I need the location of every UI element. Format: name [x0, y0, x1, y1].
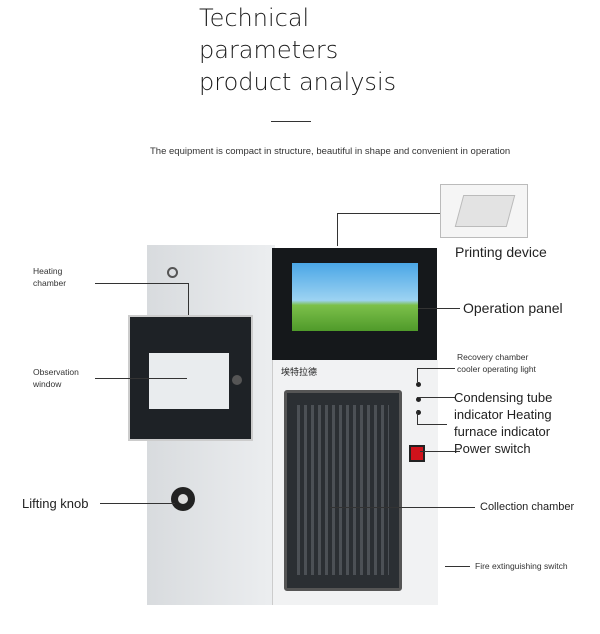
label-lifting-knob: Lifting knob	[22, 496, 89, 511]
label-power-switch: Power switch	[454, 441, 531, 456]
observation-window	[149, 353, 229, 409]
indicator-light	[416, 410, 421, 415]
power-switch[interactable]	[409, 445, 425, 462]
screen-frame	[272, 248, 437, 360]
label-fire-switch: Fire extinguishing switch	[475, 561, 568, 571]
printer-image	[440, 184, 528, 238]
lifting-knob[interactable]	[171, 487, 195, 511]
latch-icon	[232, 375, 242, 385]
label-collection-chamber: Collection chamber	[480, 501, 575, 513]
label-printing-device: Printing device	[455, 244, 547, 260]
touch-screen[interactable]	[292, 263, 418, 331]
screw-icon	[167, 267, 178, 278]
indicator-light	[416, 397, 421, 402]
collection-chamber	[284, 390, 402, 591]
divider	[271, 121, 311, 122]
page-title: Technical parameters product analysis	[199, 4, 397, 96]
device-image: 埃特拉德	[128, 245, 440, 605]
right-panel: 埃特拉德	[272, 360, 438, 605]
brand-label: 埃特拉德	[281, 367, 318, 377]
subtitle: The equipment is compact in structure, b…	[150, 146, 511, 157]
label-operation-panel: Operation panel	[463, 300, 563, 316]
